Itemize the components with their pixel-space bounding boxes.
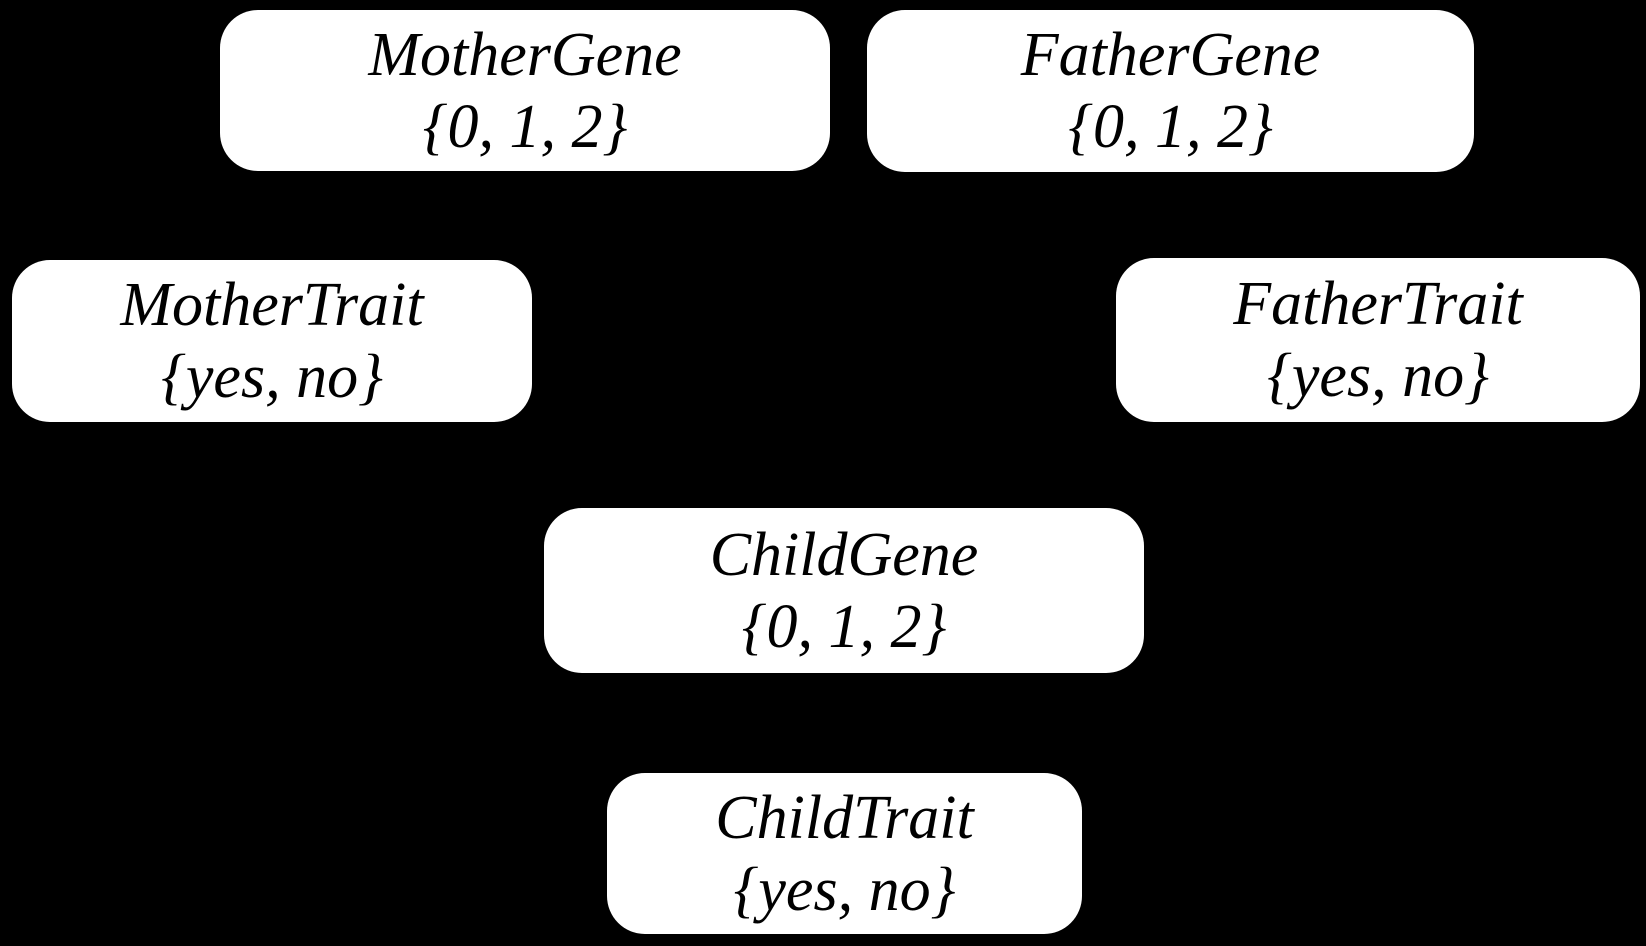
node-father-gene-domain: {0, 1, 2}	[1068, 93, 1273, 161]
node-father-trait-domain: {yes, no}	[1267, 342, 1489, 410]
node-mother-gene: MotherGene {0, 1, 2}	[220, 10, 830, 171]
node-child-trait-domain: {yes, no}	[733, 855, 956, 924]
node-child-trait: ChildTrait {yes, no}	[607, 773, 1082, 934]
node-child-gene: ChildGene {0, 1, 2}	[544, 508, 1144, 673]
node-mother-gene-label: MotherGene	[368, 20, 682, 89]
node-mother-trait-label: MotherTrait	[120, 271, 424, 339]
node-mother-trait-domain: {yes, no}	[161, 343, 383, 411]
node-child-trait-label: ChildTrait	[715, 783, 974, 852]
node-father-trait: FatherTrait {yes, no}	[1116, 258, 1640, 422]
node-child-gene-domain: {0, 1, 2}	[741, 592, 947, 661]
node-father-gene-label: FatherGene	[1020, 21, 1321, 89]
node-father-gene: FatherGene {0, 1, 2}	[867, 10, 1474, 172]
node-mother-gene-domain: {0, 1, 2}	[422, 92, 628, 161]
node-child-gene-label: ChildGene	[709, 520, 979, 589]
node-father-trait-label: FatherTrait	[1233, 270, 1523, 338]
node-mother-trait: MotherTrait {yes, no}	[12, 260, 532, 422]
